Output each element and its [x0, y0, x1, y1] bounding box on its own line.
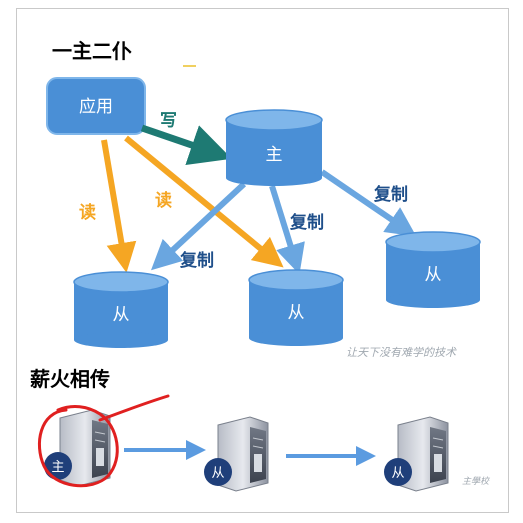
title-chain-replication: 薪火相传 — [30, 367, 110, 391]
replicate-label-2: 复制 — [289, 212, 324, 233]
replicate-label-3: 复制 — [373, 184, 408, 205]
watermark-small: 主學校 — [462, 476, 491, 487]
slave-node-1: 从 — [73, 271, 169, 348]
replicate-arrow-2 — [269, 185, 305, 275]
slave-node-2-label: 从 — [288, 303, 305, 323]
server-slave-2: 从 — [384, 416, 449, 492]
server-slave-2-badge: 从 — [391, 466, 404, 481]
write-label: 写 — [160, 111, 177, 131]
highlight-stroke — [98, 394, 170, 422]
slave-node-3: 从 — [385, 231, 481, 308]
title-one-master-two-slaves: 一主二仆 — [52, 39, 132, 63]
server-master: 主 — [44, 409, 111, 487]
slave-node-1-label: 从 — [113, 305, 130, 325]
server-slave-1-badge: 从 — [211, 466, 224, 481]
watermark: 让天下没有难学的技术 — [346, 346, 457, 359]
slave-node-3-label: 从 — [425, 265, 442, 285]
read-label-2: 读 — [155, 190, 172, 211]
read-label-1: 读 — [79, 202, 96, 223]
slave-node-2: 从 — [248, 269, 344, 346]
write-arrow — [140, 124, 232, 166]
replicate-arrow-1 — [150, 181, 247, 271]
read-arrow-2 — [124, 135, 284, 268]
read-arrow-1 — [101, 139, 137, 273]
replicate-label-1: 复制 — [179, 250, 214, 271]
master-node-label: 主 — [266, 145, 283, 165]
app-node-label: 应用 — [79, 97, 113, 117]
app-node: 应用 — [46, 77, 146, 135]
master-node: 主 — [225, 109, 323, 186]
highlight-circle — [37, 405, 119, 488]
figure-frame — [16, 8, 509, 513]
replicate-arrow-3 — [320, 169, 417, 237]
server-slave-1: 从 — [204, 416, 269, 492]
server-master-badge: 主 — [51, 460, 64, 475]
